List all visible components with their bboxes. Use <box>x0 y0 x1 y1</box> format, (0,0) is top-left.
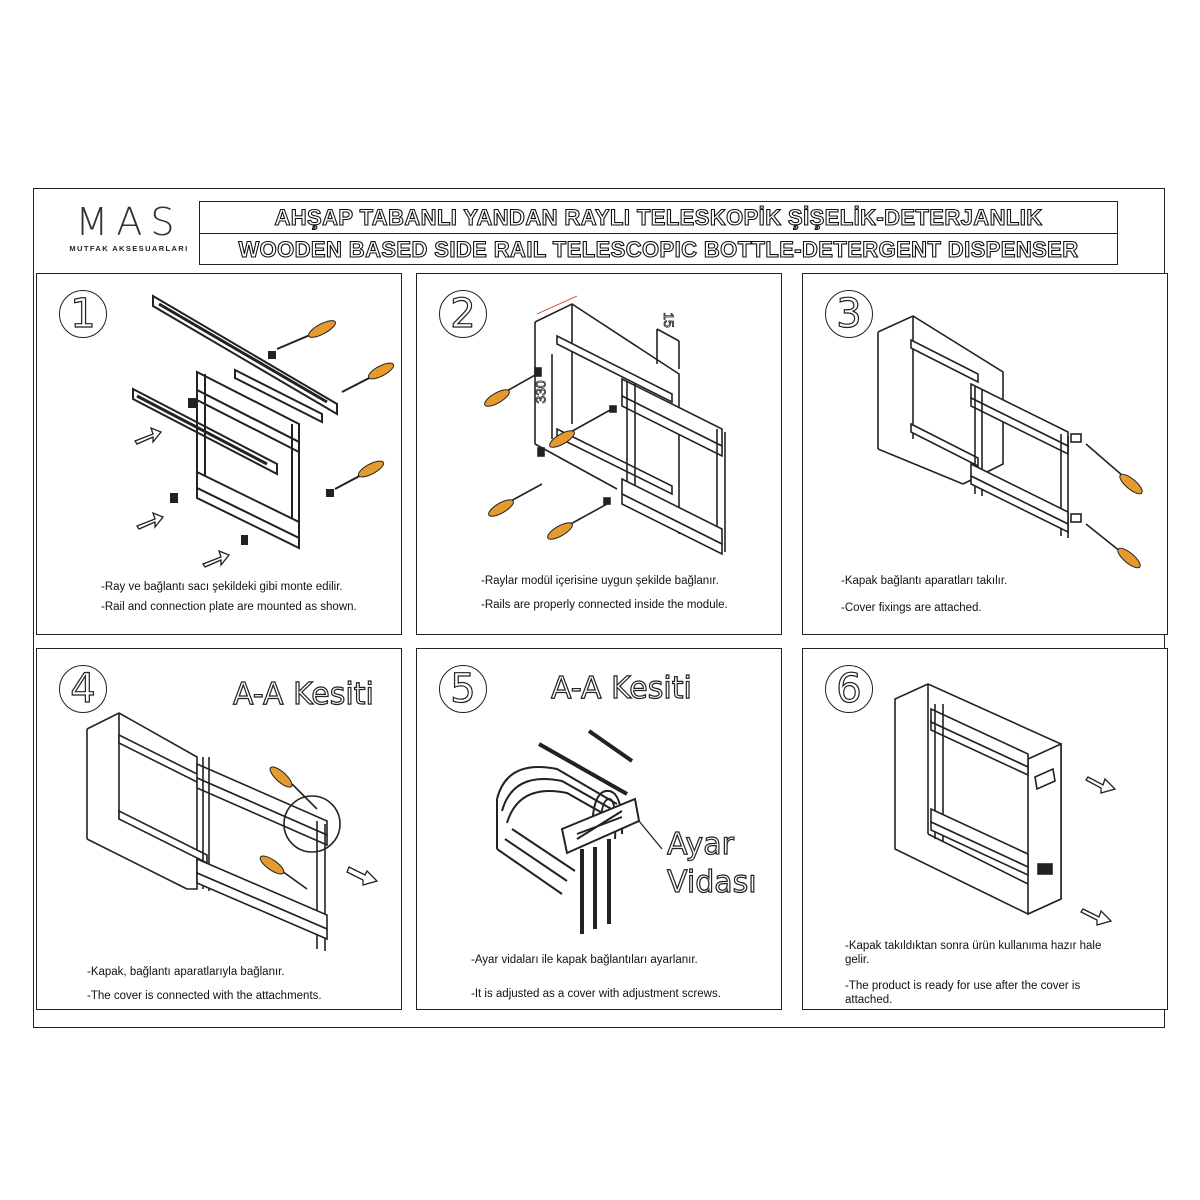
title-turkish: AHŞAP TABANLI YANDAN RAYLI TELESKOPİK Şİ… <box>200 202 1117 234</box>
step-5-callout-line1: Ayar <box>666 826 734 862</box>
step-2-caption-tr: -Raylar modül içerisine uygun şekilde ba… <box>481 575 719 587</box>
step-5-caption-tr: -Ayar vidaları ile kapak bağlantıları ay… <box>471 954 698 966</box>
step-3-illustration <box>877 315 1143 569</box>
brand-subtitle: MUTFAK AKSESUARLARI <box>69 244 189 253</box>
step-5-section-label: A-A Kesiti <box>550 670 692 706</box>
step-5-panel: 5 A-A Kesiti Ayar Vidası -Ayar vidaları … <box>416 648 782 1010</box>
brand-name: MAS <box>75 200 183 244</box>
title-box: AHŞAP TABANLI YANDAN RAYLI TELESKOPİK Şİ… <box>199 201 1118 265</box>
step-4-section-label: A-A Kesiti <box>232 676 374 712</box>
step-5-illustration <box>496 729 663 934</box>
step-5-caption-en: -It is adjusted as a cover with adjustme… <box>471 988 721 1000</box>
step-1-illustration <box>132 294 395 568</box>
step-6-illustration <box>894 683 1117 926</box>
title-english: WOODEN BASED SIDE RAIL TELESCOPIC BOTTLE… <box>238 236 1079 262</box>
step-1-caption-en: -Rail and connection plate are mounted a… <box>101 601 357 613</box>
step-2-panel: 15 330 2 -Raylar modül içerisine uygun ş… <box>416 273 782 635</box>
step-4-number: 4 <box>59 665 107 713</box>
step-2-caption-en: -Rails are properly connected inside the… <box>481 599 728 611</box>
step-6-panel: 6 -Kapak takıldıktan sonra ürün kullanım… <box>802 648 1168 1010</box>
step-6-caption-tr: -Kapak takıldıktan sonra ürün kullanıma … <box>845 940 1102 966</box>
step-2-illustration <box>484 295 726 556</box>
step-2-number: 2 <box>439 290 487 338</box>
step-1-number: 1 <box>59 290 107 338</box>
step-4-caption-tr: -Kapak, bağlantı aparatlarıyla bağlanır. <box>87 966 285 978</box>
step-5-number: 5 <box>439 665 487 713</box>
step-3-caption-tr: -Kapak bağlantı aparatları takılır. <box>841 575 1008 587</box>
step-3-caption-en: -Cover fixings are attached. <box>841 602 982 614</box>
step-4-panel: 4 A-A Kesiti -Kapak, bağlantı aparatları… <box>36 648 402 1010</box>
step-4-illustration <box>86 712 379 951</box>
step-6-number: 6 <box>825 665 873 713</box>
step-1-caption-tr: -Ray ve bağlantı sacı şekildeki gibi mon… <box>101 581 343 593</box>
step-3-panel: 3 -Kapak bağlantı aparatları takılır. -C… <box>802 273 1168 635</box>
step-5-callout-line2: Vidası <box>666 864 757 900</box>
step-1-panel: 1 -Ray ve bağlantı sacı şekildeki gibi m… <box>36 273 402 635</box>
step-6-caption-en: -The product is ready for use after the … <box>845 980 1081 1006</box>
step-3-number: 3 <box>825 290 873 338</box>
brand-logo: MAS MUTFAK AKSESUARLARI <box>64 200 194 260</box>
step-2-dim-height: 330 <box>532 380 549 404</box>
step-4-caption-en: -The cover is connected with the attachm… <box>87 990 322 1002</box>
step-2-dim-width: 15 <box>660 312 677 328</box>
